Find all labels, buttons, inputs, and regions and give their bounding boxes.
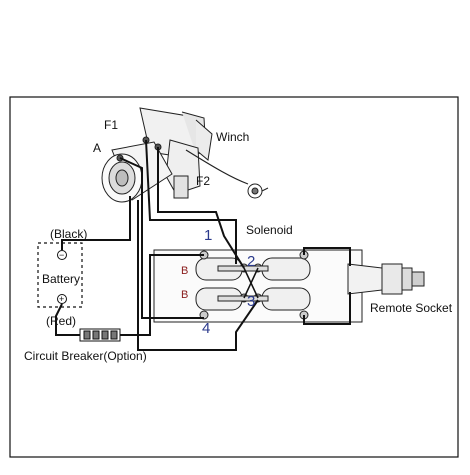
battery-illustration (37, 242, 83, 308)
winch-illustration (101, 107, 269, 203)
wiring (55, 139, 351, 351)
f2-label: F2 (196, 174, 210, 188)
red-wire-label: (Red) (46, 314, 76, 328)
battery-label: Battery (42, 272, 80, 286)
terminal-4-label: 4 (202, 320, 210, 337)
remote-socket-illustration (347, 263, 425, 295)
circuit-breaker-illustration (79, 328, 121, 342)
solenoid-illustration (153, 249, 363, 323)
terminal-3-label: 3 (247, 293, 255, 310)
battery-negative-terminal (57, 250, 67, 260)
remote-socket-label: Remote Socket (370, 301, 453, 315)
battery-minus-sign: − (59, 250, 64, 260)
b-mark-lower: B (181, 289, 188, 301)
terminal-2-label: 2 (247, 253, 255, 270)
battery-positive-terminal (57, 294, 67, 304)
diagram-frame (9, 96, 459, 458)
winch-label: Winch (216, 130, 249, 144)
b-mark-upper: B (181, 265, 188, 277)
battery-plus-sign: + (59, 294, 64, 304)
solenoid-label: Solenoid (246, 223, 293, 237)
terminal-1-label: 1 (204, 227, 212, 244)
a-label: A (93, 141, 101, 155)
circuit-breaker-label: Circuit Breaker(Option) (24, 349, 147, 363)
f1-label: F1 (104, 118, 118, 132)
black-wire-label: (Black) (50, 227, 87, 241)
